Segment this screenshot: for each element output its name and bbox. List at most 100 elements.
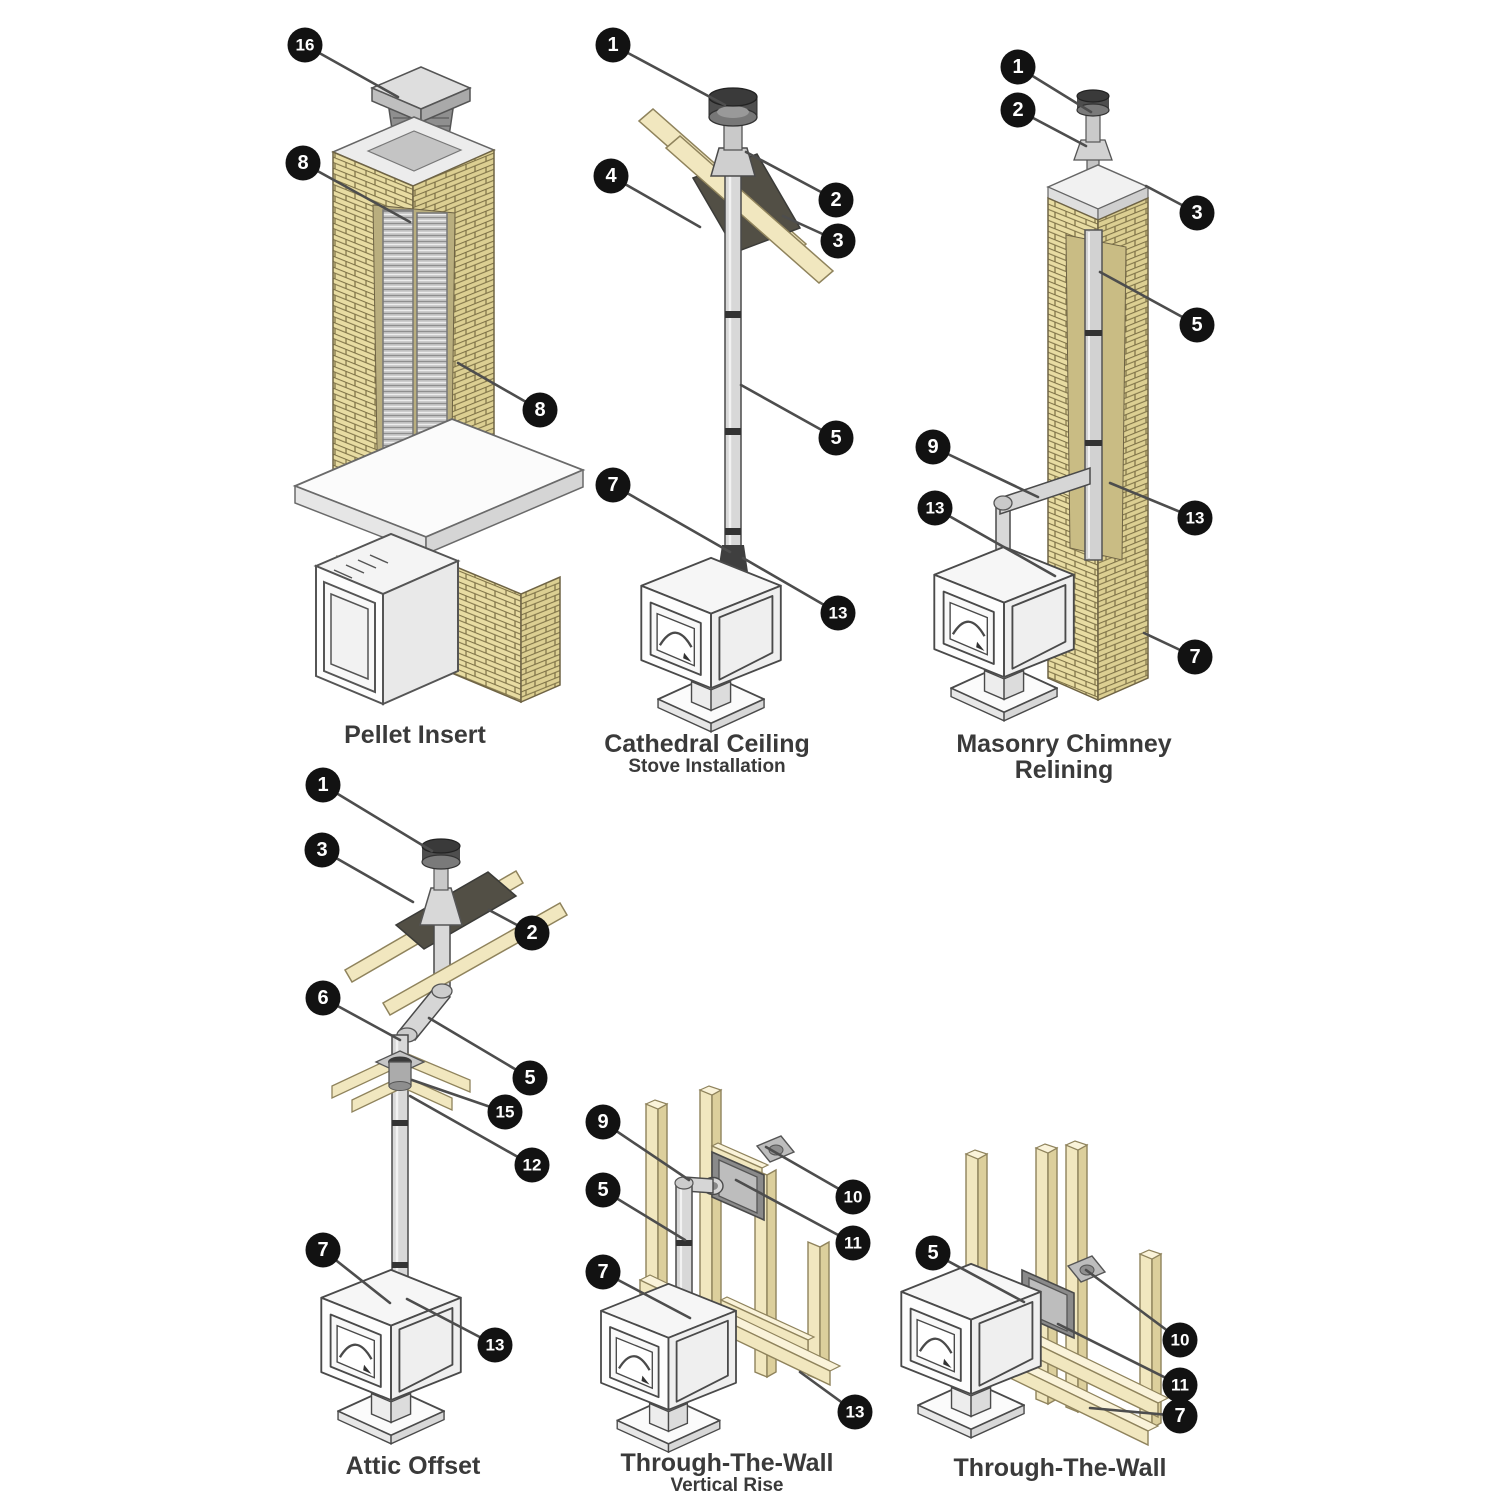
leader-line xyxy=(741,556,840,615)
callout-badge xyxy=(835,1179,871,1215)
callout-badge xyxy=(512,1060,548,1096)
callout-badge xyxy=(820,595,856,631)
callout-number: 15 xyxy=(496,1103,515,1122)
stove xyxy=(640,556,782,733)
callout-number: 5 xyxy=(597,1179,608,1201)
callout-number: 13 xyxy=(829,604,848,623)
callout-badge xyxy=(835,1225,871,1261)
leader-line xyxy=(321,783,434,853)
callout-badge xyxy=(1000,92,1036,128)
callout-layer: 1688142357131235913137132651512713957101… xyxy=(285,27,1215,1434)
termination-cap xyxy=(755,1135,796,1163)
callout-badge xyxy=(305,1232,341,1268)
diagram-caption-cathedral-ceiling: Cathedral Ceiling Stove Installation xyxy=(604,731,810,778)
callout-badge xyxy=(585,1172,621,1208)
leader-line xyxy=(611,483,732,554)
callout-badge xyxy=(837,1394,873,1430)
diagram-title: Attic Offset xyxy=(345,1452,481,1480)
callout-badge xyxy=(1177,639,1213,675)
ttw-vertical-rise-illustration xyxy=(599,1085,842,1454)
stove xyxy=(900,1262,1042,1439)
ttw-illustration xyxy=(900,1140,1170,1447)
chimney-crown xyxy=(1046,164,1150,221)
stove-connector-pipe xyxy=(993,466,1091,561)
callout-number: 4 xyxy=(605,165,617,187)
callout-number: 8 xyxy=(297,152,308,174)
callout-number: 3 xyxy=(316,839,327,861)
diagram-subtitle: Vertical Rise xyxy=(670,1475,784,1497)
callout-number: 1 xyxy=(317,774,328,796)
leader-line xyxy=(1056,1322,1182,1387)
leader-line xyxy=(933,506,1057,578)
callout-number: 13 xyxy=(846,1403,865,1422)
callout-number: 7 xyxy=(607,474,618,496)
callout-badge xyxy=(305,767,341,803)
callout-badge xyxy=(1179,195,1215,231)
callout-number: 8 xyxy=(534,399,545,421)
pellet-insert-unit xyxy=(313,532,461,706)
callout-number: 16 xyxy=(296,36,315,55)
cathedral-ceiling-illustration xyxy=(637,87,835,733)
masonry-relining-illustration xyxy=(933,89,1150,722)
diagram-title: Through-The-Wall xyxy=(953,1454,1167,1482)
callout-number: 6 xyxy=(317,987,328,1009)
callout-number: 11 xyxy=(1171,1376,1189,1395)
callout-number: 13 xyxy=(486,1336,505,1355)
diagram-title: Through-The-Wall xyxy=(620,1449,834,1477)
callout-number: 5 xyxy=(927,1242,938,1264)
callout-badge xyxy=(818,420,854,456)
callout-number: 7 xyxy=(1189,646,1200,668)
callout-badge xyxy=(1179,307,1215,343)
chimney-liner xyxy=(1065,229,1127,561)
callout-number: 10 xyxy=(844,1188,863,1207)
diagram-caption-ttw: Through-The-Wall xyxy=(953,1454,1167,1482)
stove xyxy=(933,545,1075,722)
callout-number: 9 xyxy=(597,1111,608,1133)
chimney-cap xyxy=(421,838,461,891)
diagram-subtitle: Relining xyxy=(1014,756,1114,785)
callout-badge xyxy=(304,832,340,868)
callout-badge xyxy=(820,223,856,259)
callout-number: 3 xyxy=(1191,202,1202,224)
diagram-title: Masonry Chimney xyxy=(956,730,1172,758)
leader-line xyxy=(301,161,412,224)
leader-line xyxy=(931,445,1040,499)
callout-number: 1 xyxy=(607,34,618,56)
diagram-title: Pellet Insert xyxy=(344,721,486,749)
callout-badge xyxy=(585,1254,621,1290)
attic-insulation-shield xyxy=(374,1050,426,1091)
callout-number: 2 xyxy=(1012,99,1023,121)
callout-badge xyxy=(1000,49,1036,85)
attic-floor-joists xyxy=(331,1053,471,1114)
leader-line xyxy=(734,1178,855,1245)
callout-number: 12 xyxy=(523,1156,542,1175)
leader-line xyxy=(611,43,727,107)
callout-badge xyxy=(285,145,321,181)
leader-line xyxy=(408,1094,534,1167)
callout-badge xyxy=(477,1327,513,1363)
callout-number: 5 xyxy=(524,1067,535,1089)
callout-badge xyxy=(818,182,854,218)
callout-badge xyxy=(1177,500,1213,536)
callout-badge xyxy=(1162,1322,1198,1358)
callout-number: 11 xyxy=(844,1234,862,1253)
leader-line xyxy=(303,43,400,99)
callout-number: 7 xyxy=(1174,1405,1185,1427)
stove xyxy=(320,1268,462,1445)
callout-badge xyxy=(593,158,629,194)
leader-line xyxy=(739,383,838,440)
chimney-pipe xyxy=(724,147,742,567)
callout-number: 1 xyxy=(1012,56,1023,78)
callout-number: 13 xyxy=(1186,509,1205,528)
callout-number: 5 xyxy=(1191,314,1202,336)
callout-badge xyxy=(1162,1398,1198,1434)
callout-badge xyxy=(487,1094,523,1130)
callout-number: 7 xyxy=(317,1239,328,1261)
callout-number: 9 xyxy=(927,436,938,458)
diagram-subtitle: Stove Installation xyxy=(628,756,786,778)
roof-rafter-front xyxy=(664,135,835,284)
leader-line xyxy=(427,1016,532,1080)
callout-number: 7 xyxy=(597,1261,608,1283)
